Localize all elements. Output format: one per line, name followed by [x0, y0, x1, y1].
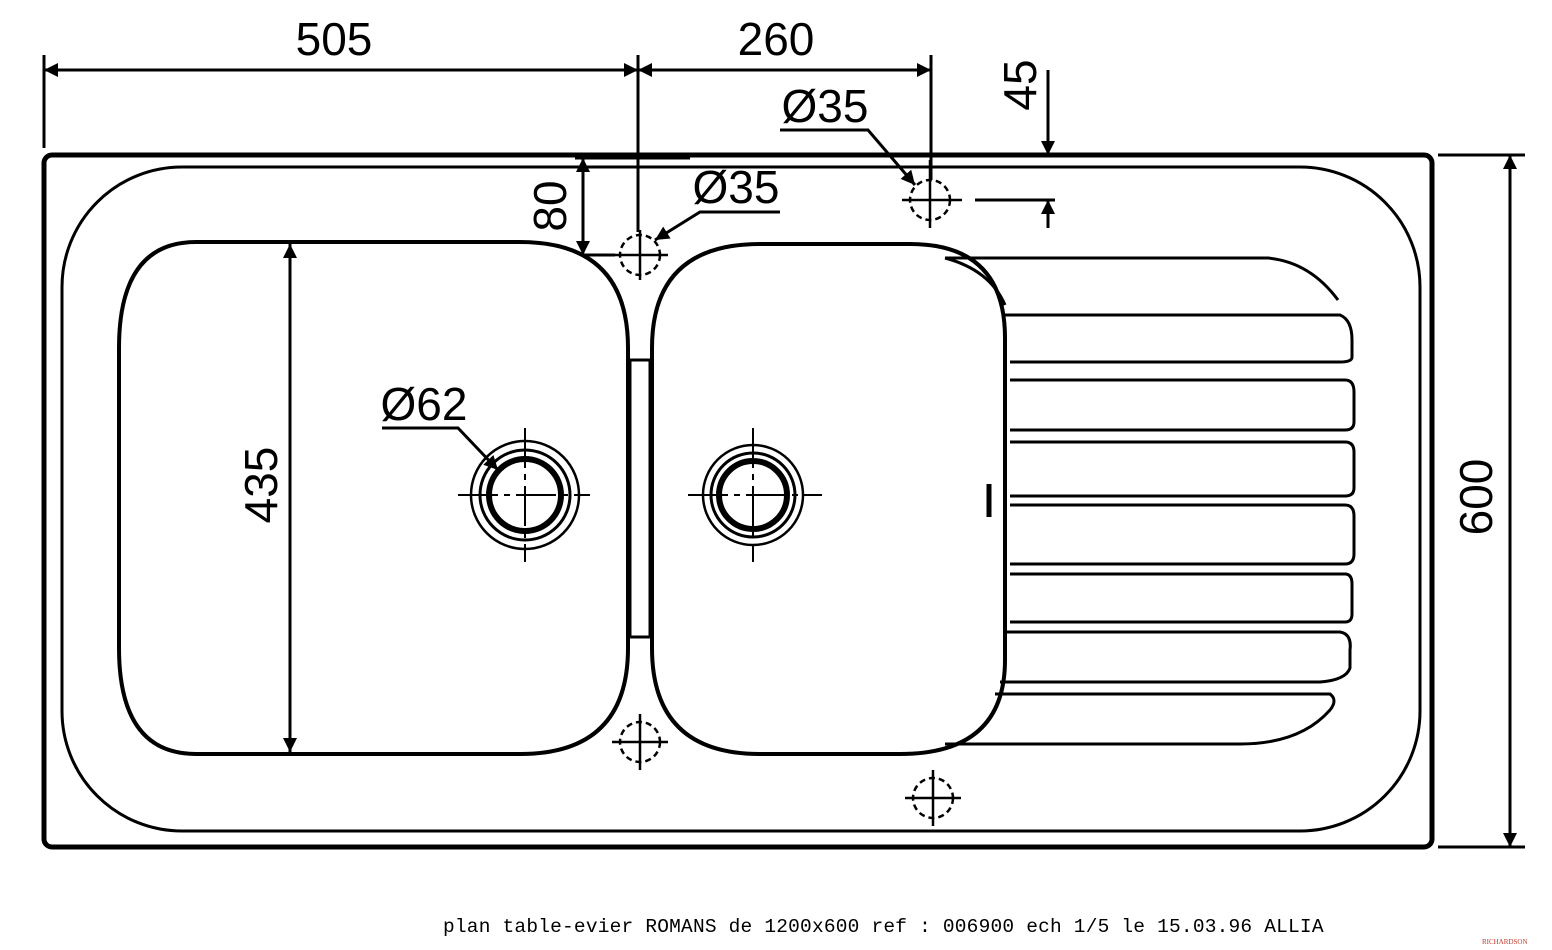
- fixing-hole-bottom-right: [905, 770, 961, 826]
- drainer-board: [944, 256, 1356, 746]
- dim-label-260: 260: [738, 13, 815, 65]
- leader-dia35-right: [780, 128, 917, 186]
- left-bowl: [117, 240, 630, 756]
- leader-dia35-left: [654, 210, 780, 242]
- dimension-labels: 505 260 Ø35 45 80 Ø35 Ø62 435 600: [235, 13, 1502, 535]
- dim-label-dia35-left: Ø35: [693, 161, 780, 213]
- brand-watermark: RICHARDSON: [1482, 938, 1528, 946]
- dim-label-45: 45: [994, 59, 1046, 110]
- dim-label-505: 505: [296, 13, 373, 65]
- dim-label-80: 80: [524, 180, 576, 231]
- outer-frame: [41, 152, 1435, 850]
- right-bowl: [650, 242, 1007, 756]
- dimension-lines: [42, 55, 1525, 849]
- drawing-caption: plan table-evier ROMANS de 1200x600 ref …: [443, 916, 1324, 938]
- leader-dia62: [382, 426, 500, 472]
- sink-outline: [41, 152, 1435, 850]
- tap-hole-left: [612, 230, 668, 280]
- dim-label-dia62: Ø62: [381, 378, 468, 430]
- dim-label-435: 435: [235, 447, 287, 524]
- inner-rim: [60, 165, 1422, 833]
- dim-label-dia35-right: Ø35: [782, 80, 869, 132]
- bowl-divider: [628, 358, 652, 639]
- dim-label-600: 600: [1450, 459, 1502, 536]
- waste-right: [688, 428, 822, 562]
- waste-left: [458, 428, 590, 562]
- fixing-hole-bottom-left: [612, 714, 668, 770]
